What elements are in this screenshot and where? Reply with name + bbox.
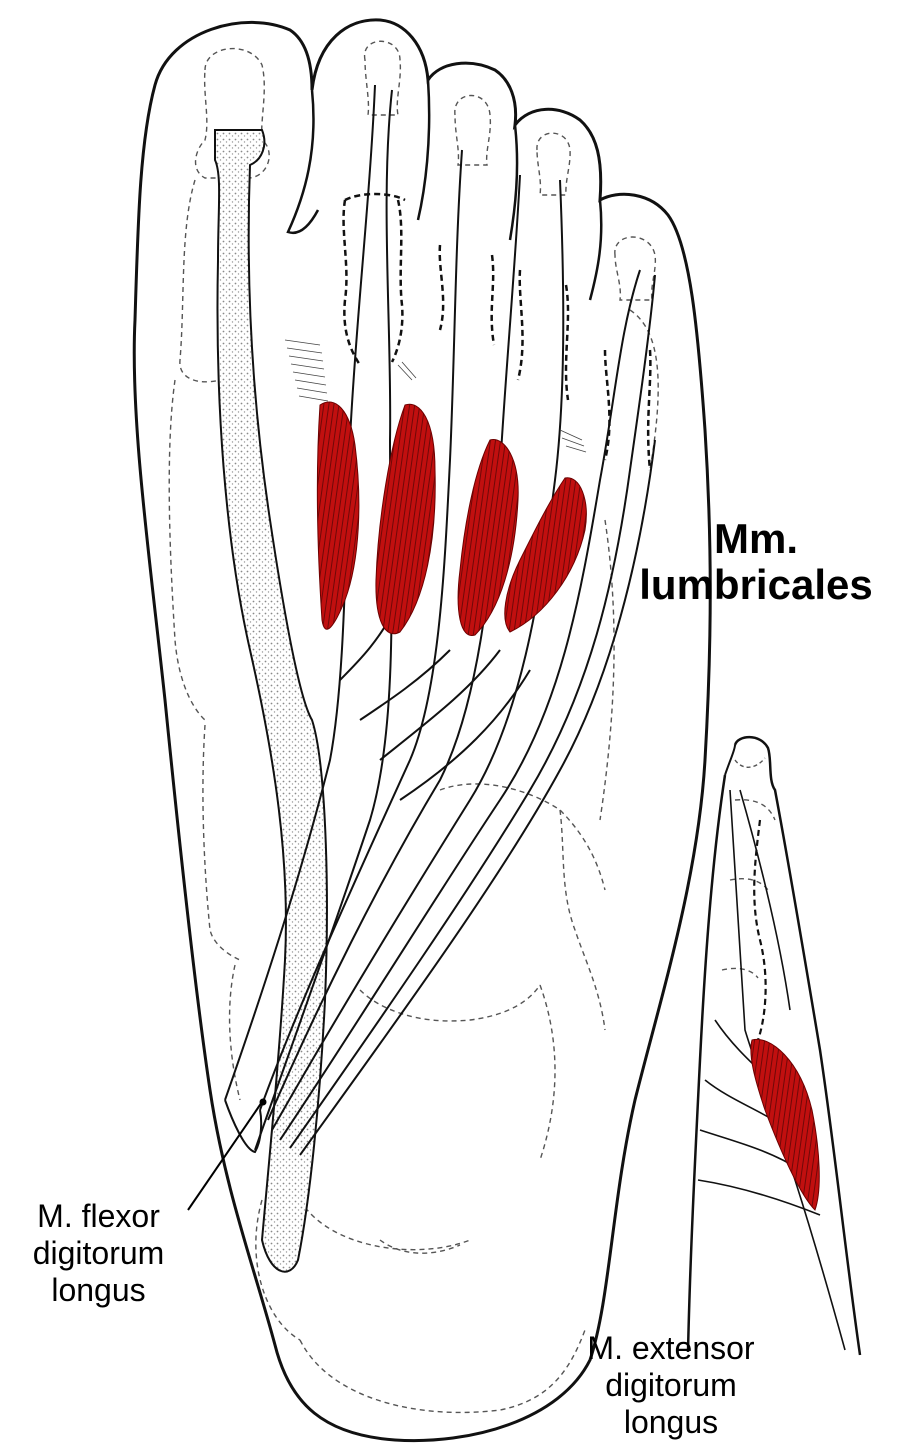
flexor-label-line2: digitorum [6,1235,191,1272]
toe-cleft-4 [590,200,601,300]
lumbrical-1 [317,402,358,629]
flexor-hallucis-tendon [215,130,327,1272]
extensor-label-line2: digitorum [556,1367,786,1404]
lumbrical-2 [376,404,435,633]
flexor-leader-line [188,1102,262,1210]
flexor-label: M. flexor digitorum longus [6,1198,191,1309]
lumbricales-label-line1: Mm. [616,516,896,562]
toe-lateral-inset [688,737,860,1355]
toe-cleft-2 [418,80,429,220]
toe-cleft-1 [288,90,318,233]
flexor-pointer-dot [260,1099,267,1106]
toe-inset-lumbrical [751,1039,819,1210]
flexor-label-line3: longus [6,1272,191,1309]
flexor-tendon-end [225,1100,261,1152]
lumbricales-label: Mm. lumbricales [616,516,896,608]
flexor-label-line1: M. flexor [6,1198,191,1235]
extensor-label-line1: M. extensor [556,1330,786,1367]
extensor-label-line3: longus [556,1404,786,1441]
extensor-label: M. extensor digitorum longus [556,1330,786,1441]
lumbricales-label-line2: lumbricales [616,562,896,608]
toe-cleft-3 [510,125,517,240]
